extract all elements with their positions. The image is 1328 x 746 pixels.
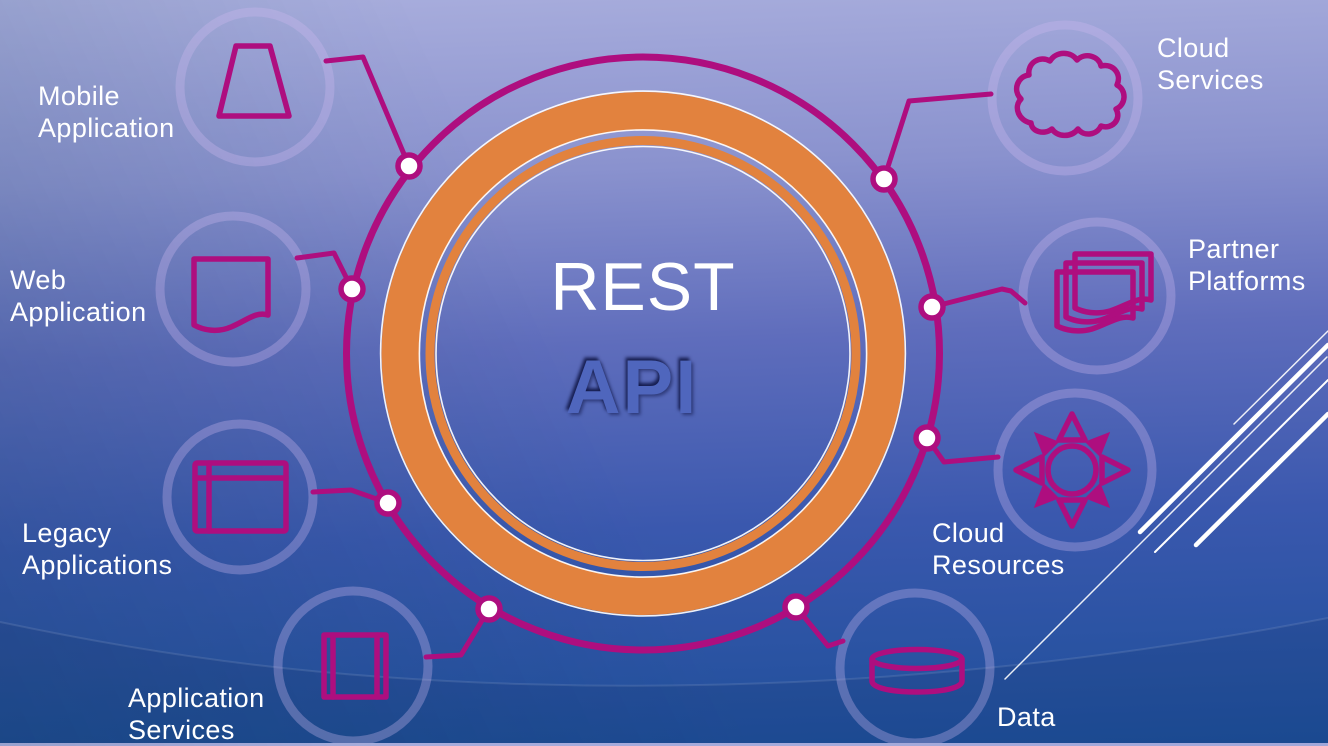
label-line: Application xyxy=(38,113,175,143)
label-line: Platforms xyxy=(1188,266,1306,296)
label-line: Partner xyxy=(1188,234,1280,264)
diagonal-lines-decoration xyxy=(1004,330,1328,680)
inner-circle-hairline xyxy=(435,145,851,562)
connector-application-services xyxy=(423,606,492,660)
label-line: Application xyxy=(128,683,265,713)
connector-mobile-application xyxy=(323,54,412,169)
dot-mobile-application xyxy=(395,152,423,180)
halo-cloud-services xyxy=(987,20,1143,176)
label-line: Resources xyxy=(932,550,1065,580)
orange-ring-inner-hairline xyxy=(418,129,868,578)
background-wave xyxy=(0,618,1328,743)
halo-data xyxy=(835,588,995,743)
label-web-application: Web Application xyxy=(10,264,147,328)
label-mobile-application: Mobile Application xyxy=(38,80,175,144)
ring-dots xyxy=(338,152,946,623)
label-partner-platforms: Partner Platforms xyxy=(1188,233,1306,297)
node-icons xyxy=(191,43,1154,700)
label-application-services: Application Services xyxy=(128,682,265,746)
mobile-app-icon xyxy=(216,43,292,119)
orange-ring-outer-hairline xyxy=(379,90,907,617)
stacked-pages-icon xyxy=(1054,251,1154,334)
label-cloud-resources: Cloud Resources xyxy=(932,517,1065,581)
api-subtitle: API xyxy=(565,345,699,430)
label-line: Legacy xyxy=(22,518,112,548)
label-line: Data xyxy=(997,702,1056,732)
halo-mobile-application xyxy=(175,7,335,167)
label-line: Mobile xyxy=(38,81,120,111)
inner-orange-circle xyxy=(425,136,861,571)
central-rings xyxy=(343,53,943,654)
label-cloud-services: Cloud Services xyxy=(1157,32,1264,96)
node-halos xyxy=(155,7,1176,743)
dot-partner-platforms xyxy=(918,293,946,321)
halo-partner-platforms xyxy=(1018,217,1176,375)
halo-legacy-applications xyxy=(162,419,318,575)
dot-cloud-services xyxy=(870,165,898,193)
database-icon xyxy=(869,646,965,695)
label-line: Applications xyxy=(22,550,173,580)
label-line: Cloud xyxy=(932,518,1005,548)
label-line: Web xyxy=(10,265,67,295)
label-line: Services xyxy=(1157,65,1264,95)
dot-data xyxy=(782,593,810,621)
label-data: Data xyxy=(997,701,1056,733)
background-wave-line xyxy=(0,617,1328,687)
label-line: Services xyxy=(128,715,235,745)
window-icon xyxy=(192,460,289,534)
dot-cloud-resources xyxy=(913,424,941,452)
connector-partner-platforms xyxy=(929,286,1028,310)
halo-cloud-resources xyxy=(993,388,1157,552)
dot-application-services xyxy=(475,595,503,623)
panel-icon xyxy=(321,632,389,700)
label-legacy-applications: Legacy Applications xyxy=(22,517,172,581)
orange-ring xyxy=(381,92,905,615)
dot-web-application xyxy=(338,275,366,303)
label-line: Cloud xyxy=(1157,33,1230,63)
connector-data xyxy=(793,604,846,649)
sun-icon xyxy=(1016,414,1128,526)
halo-web-application xyxy=(155,211,311,367)
cloud-icon xyxy=(1013,50,1127,139)
rest-title: REST xyxy=(550,249,736,325)
label-line: Application xyxy=(10,297,147,327)
outer-magenta-ring xyxy=(343,53,943,654)
web-page-icon xyxy=(191,256,271,334)
halo-application-services xyxy=(273,586,433,743)
connector-cloud-services xyxy=(881,91,994,182)
dot-legacy-applications xyxy=(374,489,402,517)
